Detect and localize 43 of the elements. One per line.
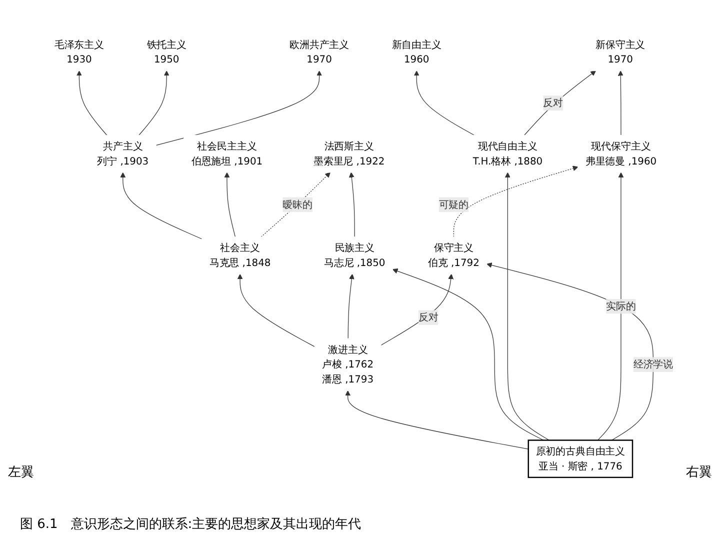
node-text: 激进主义 卢梭 ,1762 潘恩 ,1793 [322,344,374,386]
arrow [138,70,170,136]
node-text: 社会主义 马克思 ,1848 [209,242,271,269]
node-text: 共产主义 列宁 ,1903 [97,140,149,167]
node-text: 保守主义 伯克 ,1792 [428,242,480,269]
arrow [345,390,529,450]
node-text: 法西斯主义 墨索里尼 ,1922 [313,140,385,167]
arrow [156,70,322,146]
arrow [598,172,624,441]
arrow [524,70,596,136]
arrow [380,274,454,346]
figure-caption: 图 6.1 意识形态之间的联系:主要的思想家及其出现的年代 [19,516,362,534]
edge-label: 暧昧的 [282,198,312,210]
arrow [618,70,624,136]
edge-label: 可疑的 [438,198,469,210]
node-text: 现代自由主义 T.H.格林 ,1880 [472,140,543,167]
edge-label: 反对 [543,96,564,109]
node-box: 原初的古典自由主义 亚当 · 斯密 , 1776 [528,440,634,478]
edge-label: 经济学说 [633,358,674,370]
arrow [414,70,475,136]
node-text: 新自由主义 1960 [392,38,442,66]
arrow [486,262,654,441]
node-text: 欧洲共产主义 1970 [290,38,350,66]
node-text: 铁托主义 1950 [146,38,186,66]
side-label: 右翼 [686,465,712,480]
arrow [224,172,236,238]
arrow [504,172,550,441]
arrow [348,274,354,339]
arrow [120,172,202,240]
arrow [237,274,316,347]
arrow [348,172,355,238]
arrow [260,172,330,238]
node-text: 民族主义 马志尼 ,1850 [324,242,386,269]
edge-label: 实际的 [606,300,636,312]
node-text: 新保守主义 1970 [596,38,646,66]
arrow [76,70,108,136]
arrow [392,268,544,441]
side-label: 左翼 [8,465,34,480]
node-text: 毛泽东主义 1930 [54,38,104,66]
node-text: 现代保守主义 弗里德曼 ,1960 [585,140,657,167]
edge-label: 反对 [418,311,438,324]
node-text: 社会民主主义 伯恩施坦 ,1901 [191,140,263,167]
arrow [453,166,578,238]
